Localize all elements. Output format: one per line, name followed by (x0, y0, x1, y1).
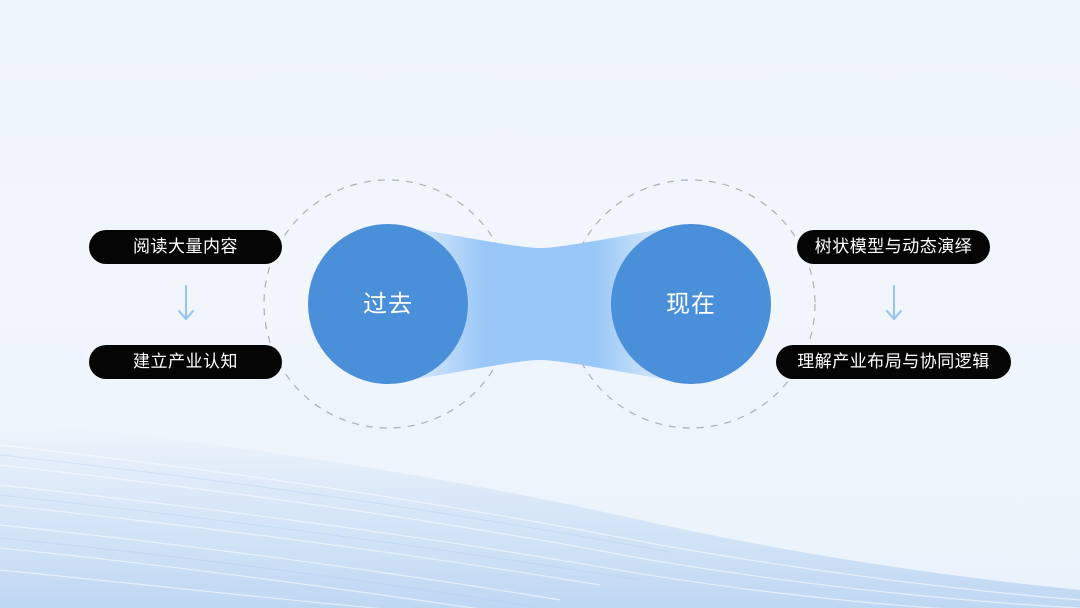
connection-bridge (400, 226, 680, 382)
present-step-understand-layout: 理解产业布局与协同逻辑 (776, 345, 1011, 379)
past-label: 过去 (363, 290, 413, 318)
arrow-down-icon (178, 285, 194, 320)
past-step-build-cognition: 建立产业认知 (89, 345, 282, 379)
present-label: 现在 (666, 290, 716, 318)
present-step-tree-model: 树状模型与动态演绎 (797, 230, 990, 264)
right-dashed-ring (566, 179, 816, 429)
past-circle (308, 224, 468, 384)
present-circle (611, 224, 771, 384)
past-step-read-content: 阅读大量内容 (89, 230, 282, 264)
arrow-down-icon (886, 285, 902, 320)
